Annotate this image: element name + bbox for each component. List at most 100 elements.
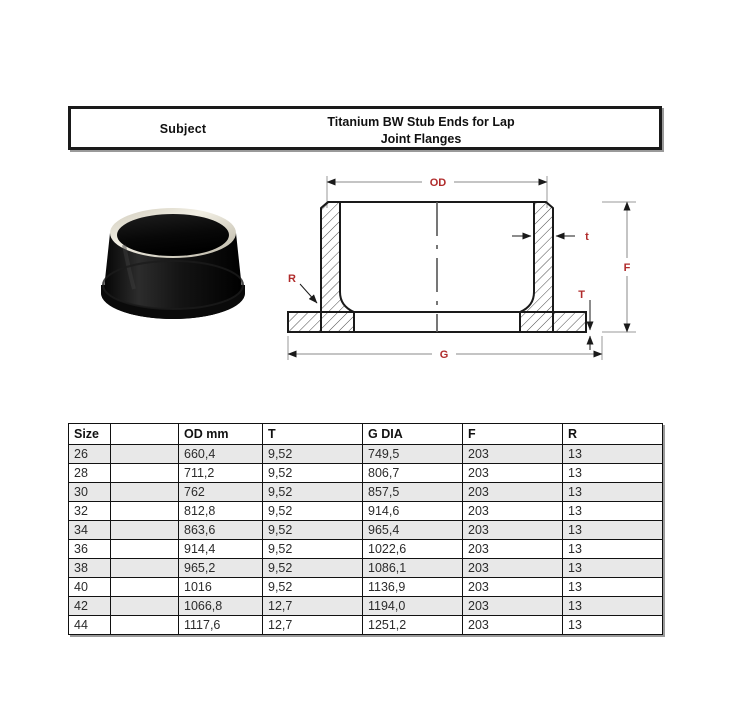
cell-f: 203 (462, 577, 563, 597)
column-header-r: R (562, 423, 663, 445)
dimension-r: R (288, 273, 318, 304)
cell-r: 13 (562, 558, 663, 578)
cell-f: 203 (462, 615, 563, 635)
cell-t: 9,52 (262, 520, 363, 540)
column-header-gdia: G DIA (362, 423, 463, 445)
dimension-label-r: R (288, 273, 296, 285)
cell-size: 38 (68, 558, 111, 578)
cell-t: 9,52 (262, 444, 363, 464)
cell-size: 28 (68, 463, 111, 483)
dimension-label-t-flange: T (578, 289, 585, 301)
cell-gdia: 1136,9 (362, 577, 463, 597)
cell-size: 40 (68, 577, 111, 597)
table-row: 44 1117,6 12,7 1251,2 203 13 (68, 615, 663, 635)
cell-size: 34 (68, 520, 111, 540)
cell-od: 863,6 (178, 520, 263, 540)
cell-size: 36 (68, 539, 111, 559)
cell-f: 203 (462, 444, 563, 464)
cell-r: 13 (562, 577, 663, 597)
cell-od: 812,8 (178, 501, 263, 521)
cell-size: 26 (68, 444, 111, 464)
cell-blank (110, 558, 179, 578)
cell-od: 914,4 (178, 539, 263, 559)
cell-t: 9,52 (262, 577, 363, 597)
cell-blank (110, 615, 179, 635)
table-row: 38 965,2 9,52 1086,1 203 13 (68, 558, 663, 578)
dimension-label-t: t (585, 231, 589, 243)
column-header-size: Size (68, 423, 111, 445)
cell-r: 13 (562, 539, 663, 559)
cell-t: 9,52 (262, 558, 363, 578)
column-header-blank (110, 423, 179, 445)
cell-f: 203 (462, 482, 563, 502)
table-row: 36 914,4 9,52 1022,6 203 13 (68, 539, 663, 559)
cell-od: 965,2 (178, 558, 263, 578)
cell-gdia: 1251,2 (362, 615, 463, 635)
cell-f: 203 (462, 539, 563, 559)
cell-size: 32 (68, 501, 111, 521)
cell-f: 203 (462, 463, 563, 483)
column-header-f: F (462, 423, 563, 445)
cell-f: 203 (462, 520, 563, 540)
cell-blank (110, 482, 179, 502)
cell-r: 13 (562, 482, 663, 502)
table-body: 26 660,4 9,52 749,5 203 13 28 711,2 9,52… (68, 444, 663, 635)
cell-gdia: 965,4 (362, 520, 463, 540)
table-row: 42 1066,8 12,7 1194,0 203 13 (68, 596, 663, 616)
cell-t: 9,52 (262, 463, 363, 483)
dimension-label-f: F (624, 262, 631, 274)
table-row: 26 660,4 9,52 749,5 203 13 (68, 444, 663, 464)
table-row: 40 1016 9,52 1136,9 203 13 (68, 577, 663, 597)
dimension-f: F (618, 201, 636, 333)
table-row: 30 762 9,52 857,5 203 13 (68, 482, 663, 502)
stub-end-photo-svg (101, 208, 245, 319)
cell-blank (110, 596, 179, 616)
table-row: 28 711,2 9,52 806,7 203 13 (68, 463, 663, 483)
cell-gdia: 1022,6 (362, 539, 463, 559)
cell-blank (110, 577, 179, 597)
cell-od: 660,4 (178, 444, 263, 464)
subject-title: Titanium BW Stub Ends for Lap Joint Flan… (251, 114, 591, 148)
cell-gdia: 749,5 (362, 444, 463, 464)
dimension-label-od: OD (430, 177, 447, 189)
cell-blank (110, 520, 179, 540)
cell-blank (110, 463, 179, 483)
cell-blank (110, 444, 179, 464)
section-geometry (287, 201, 587, 333)
technical-drawing: OD t F T R G (272, 160, 652, 375)
cell-size: 44 (68, 615, 111, 635)
subject-title-line-1: Titanium BW Stub Ends for Lap (327, 115, 515, 129)
cell-f: 203 (462, 558, 563, 578)
dimension-g: G (287, 346, 603, 362)
cell-od: 762 (178, 482, 263, 502)
cell-gdia: 914,6 (362, 501, 463, 521)
cell-r: 13 (562, 615, 663, 635)
cell-t: 12,7 (262, 615, 363, 635)
specification-table: Size OD mm T G DIA F R 26 660,4 9,52 749… (68, 423, 663, 635)
dimension-t-lower: t (512, 231, 589, 243)
table-row: 34 863,6 9,52 965,4 203 13 (68, 520, 663, 540)
cell-r: 13 (562, 501, 663, 521)
subject-header-box: Subject Titanium BW Stub Ends for Lap Jo… (68, 106, 662, 150)
cell-t: 12,7 (262, 596, 363, 616)
cell-r: 13 (562, 463, 663, 483)
stub-end-photo (80, 185, 275, 335)
cell-t: 9,52 (262, 539, 363, 559)
cell-r: 13 (562, 444, 663, 464)
cell-f: 203 (462, 596, 563, 616)
cell-gdia: 1194,0 (362, 596, 463, 616)
cell-blank (110, 539, 179, 559)
cell-gdia: 1086,1 (362, 558, 463, 578)
cell-size: 30 (68, 482, 111, 502)
cross-section-svg: OD t F T R G (287, 174, 636, 362)
subject-label: Subject (159, 122, 207, 136)
cell-od: 711,2 (178, 463, 263, 483)
column-header-t: T (262, 423, 363, 445)
subject-title-line-2: Joint Flanges (380, 132, 462, 146)
dimension-label-g: G (440, 349, 449, 361)
cell-t: 9,52 (262, 482, 363, 502)
table-header-row: Size OD mm T G DIA F R (68, 423, 663, 445)
cell-t: 9,52 (262, 501, 363, 521)
cell-blank (110, 501, 179, 521)
cell-od: 1117,6 (178, 615, 263, 635)
